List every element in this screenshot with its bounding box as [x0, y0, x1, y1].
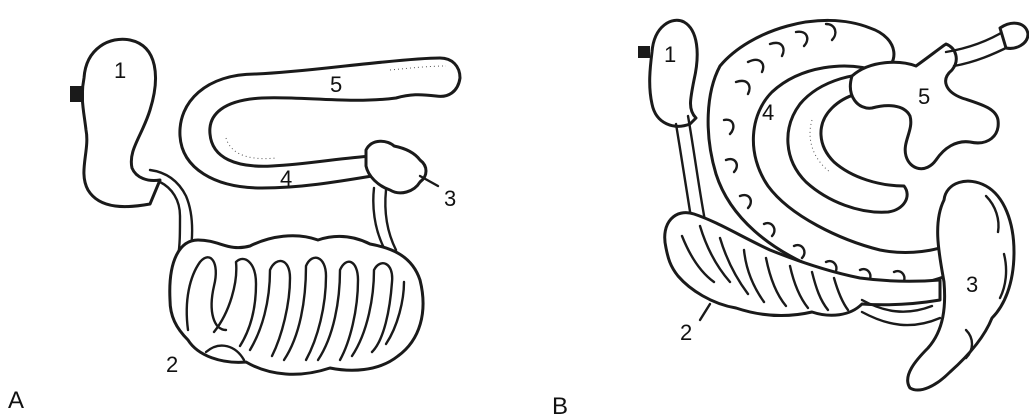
panel-b-label-2: 2 — [680, 320, 692, 345]
panel-a-small-intestine — [170, 236, 423, 375]
panel-a-label-3: 3 — [444, 186, 456, 211]
panel-b-letter: B — [552, 393, 568, 417]
panel-b-esophagus-stub — [638, 46, 650, 58]
panel-a-label-2: 2 — [166, 352, 178, 377]
panel-a-esophagus-stub — [70, 86, 84, 102]
panel-a-label-4: 4 — [280, 166, 292, 191]
panel-b-label-5: 5 — [918, 84, 930, 109]
panel-b: 1 4 5 3 2 B — [552, 20, 1028, 417]
panel-b-label-1: 1 — [664, 42, 676, 67]
panel-b-rectum — [1000, 23, 1028, 48]
panel-a-label-5: 5 — [330, 72, 342, 97]
panel-b-label-4: 4 — [762, 100, 774, 125]
panel-a-caecum — [366, 141, 426, 193]
panel-b-stomach — [650, 20, 697, 126]
panel-a-letter: A — [8, 387, 24, 414]
panel-a: 1 5 4 3 2 A — [8, 39, 460, 414]
panel-b-label-3: 3 — [966, 272, 978, 297]
panel-a-label-1: 1 — [114, 58, 126, 83]
